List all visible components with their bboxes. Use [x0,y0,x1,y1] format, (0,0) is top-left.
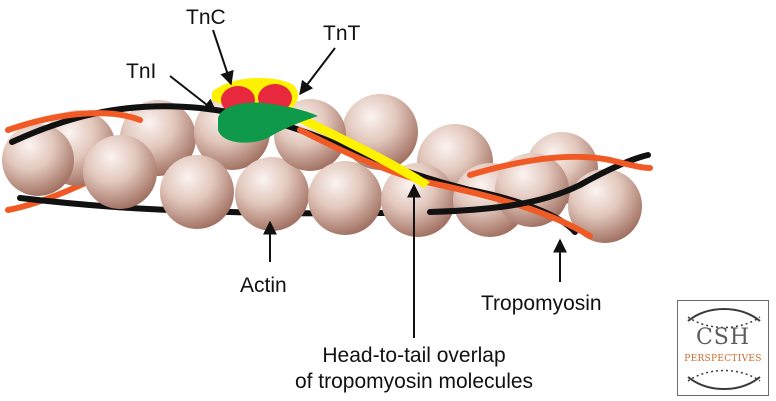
tropomyosin-black-strand-right [427,152,651,215]
tni-arrow [169,75,218,113]
actin-monomer [495,153,569,227]
tropomyosin-orange-strand-front [5,110,593,239]
tni-green-body [218,102,318,143]
tnc-label: TnC [186,6,226,29]
actin-monomer [2,124,74,196]
tni-label: TnI [126,60,157,83]
actin-monomer [83,135,157,209]
troponin-complex [212,77,430,188]
overlap-label-line1: Head-to-tail overlap [322,344,506,367]
actin-monomer [160,155,234,229]
dna-helix-icon [687,308,761,390]
tnt-label: TnT [323,22,361,45]
tnt-arrow [299,47,336,96]
csh-perspectives-logo: CSH PERSPECTIVES [677,300,769,396]
actin-monomer [308,161,382,235]
tnc-arrow [212,29,234,86]
overlap-label-line2: of tropomyosin molecules [294,370,534,393]
logo-perspectives-text: PERSPECTIVES [684,354,762,364]
logo-csh-text: CSH [695,325,751,350]
tropomyosin-orange-strand-right [467,153,653,178]
tropomyosin-label: Tropomyosin [481,292,602,315]
actin-monomer [235,157,309,231]
actin-monomer [568,169,642,243]
actin-label: Actin [240,274,287,297]
